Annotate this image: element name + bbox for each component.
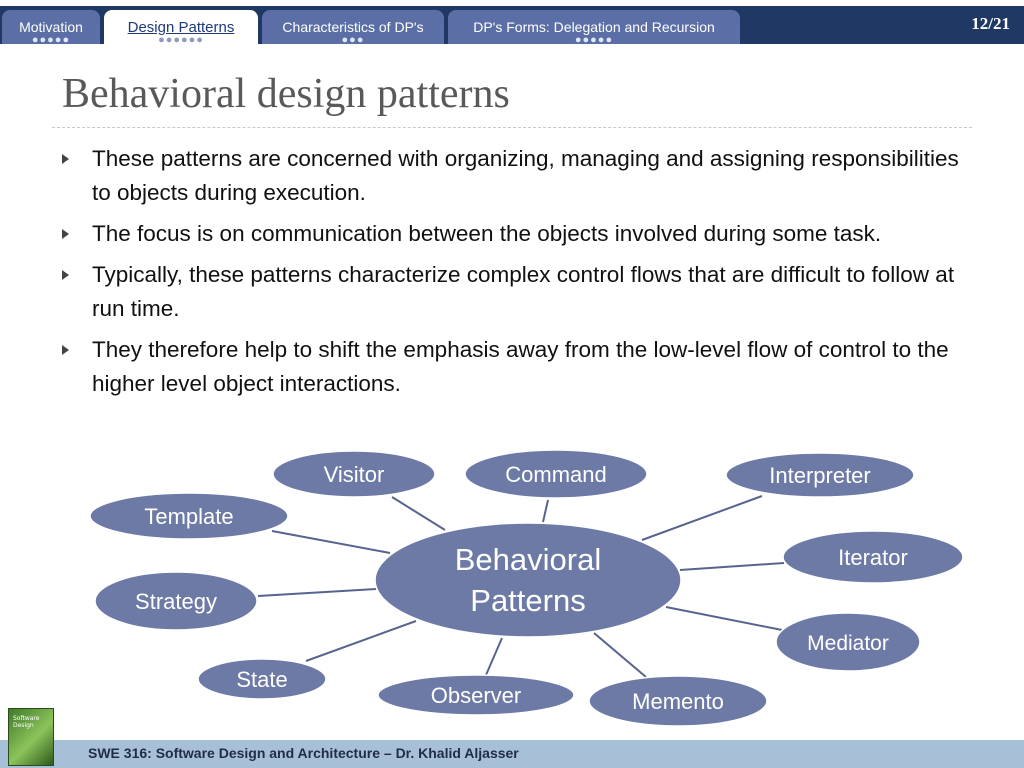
bullet-list: These patterns are concerned with organi… (62, 142, 962, 408)
bullet-text: They therefore help to shift the emphasi… (92, 337, 949, 396)
bullet-arrow-icon (62, 345, 69, 355)
center-node-shape (374, 522, 682, 638)
diagram-edges (257, 495, 785, 678)
edge-interpreter (641, 495, 763, 541)
node-observer: Observer (377, 674, 575, 716)
node-command: Command (464, 449, 648, 499)
node-center: Behavioral Patterns (374, 522, 682, 638)
node-label: Memento (632, 689, 724, 714)
node-label: State (236, 667, 287, 692)
node-label: Mediator (807, 632, 889, 655)
node-label: Interpreter (769, 463, 871, 488)
node-label: Visitor (324, 462, 385, 487)
tab-progress-dots: ●●●●● (574, 34, 614, 46)
title-divider (52, 127, 972, 128)
node-template: Template (89, 492, 289, 540)
node-strategy: Strategy (94, 571, 258, 631)
tab-progress-dots: ●●●●●● (158, 34, 204, 46)
bullet-text: Typically, these patterns characterize c… (92, 262, 955, 321)
footer-text: SWE 316: Software Design and Architectur… (88, 745, 519, 761)
bullet-item: These patterns are concerned with organi… (62, 142, 962, 210)
node-iterator: Iterator (782, 530, 964, 584)
node-label: Iterator (838, 545, 908, 570)
node-visitor: Visitor (272, 450, 436, 498)
edge-strategy (257, 588, 377, 597)
tab-dp-forms[interactable]: DP's Forms: Delegation and Recursion ●●●… (448, 10, 740, 46)
tab-progress-dots: ●●● (341, 34, 365, 46)
bullet-item: They therefore help to shift the emphasi… (62, 333, 962, 401)
node-shape (272, 450, 436, 498)
node-shape (464, 449, 648, 499)
node-mediator: Mediator (775, 612, 921, 672)
edge-visitor (391, 496, 446, 531)
node-shape (377, 674, 575, 716)
tab-label: Characteristics of DP's (282, 19, 424, 35)
edge-memento (593, 632, 647, 678)
tab-label: Motivation (19, 19, 83, 35)
bullet-arrow-icon (62, 229, 69, 239)
page-counter: 12/21 (971, 14, 1010, 33)
edge-iterator (679, 562, 785, 571)
node-label: Observer (431, 683, 521, 708)
node-state: State (197, 658, 327, 700)
node-shape (588, 675, 768, 727)
slide-title: Behavioral design patterns (62, 71, 510, 117)
tab-progress-dots: ●●●●● (31, 34, 71, 46)
tab-label: DP's Forms: Delegation and Recursion (473, 19, 715, 35)
book-cover-image: Software Design (8, 708, 54, 766)
bullet-arrow-icon (62, 270, 69, 280)
top-nav-highlight (0, 0, 1024, 6)
footer-bar (0, 740, 1024, 768)
node-label: Template (144, 504, 233, 529)
bullet-item: Typically, these patterns characterize c… (62, 258, 962, 326)
node-shape (725, 452, 915, 498)
node-label: Command (505, 462, 606, 487)
node-shape (94, 571, 258, 631)
node-shape (782, 530, 964, 584)
tab-label: Design Patterns (127, 19, 235, 36)
book-cover-title: Software Design (13, 715, 40, 729)
behavioral-patterns-diagram: Visitor Command Interpreter Template Ite… (89, 449, 964, 727)
node-interpreter: Interpreter (725, 452, 915, 498)
center-node-label-line1: Behavioral (455, 542, 601, 577)
tab-characteristics[interactable]: Characteristics of DP's ●●● (262, 10, 444, 46)
edge-command (542, 499, 549, 523)
tab-design-patterns[interactable]: Design Patterns ●●●●●● (104, 10, 258, 46)
node-label: Strategy (135, 589, 217, 614)
bullet-text: The focus is on communication between th… (92, 221, 882, 246)
edge-mediator (665, 606, 783, 631)
center-node-label-line2: Patterns (470, 583, 585, 618)
edge-state (305, 620, 417, 662)
edge-observer (485, 637, 503, 676)
tab-motivation[interactable]: Motivation ●●●●● (2, 10, 100, 46)
bullet-item: The focus is on communication between th… (62, 217, 962, 251)
node-shape (197, 658, 327, 700)
bullet-arrow-icon (62, 154, 69, 164)
node-shape (89, 492, 289, 540)
bullet-text: These patterns are concerned with organi… (92, 146, 959, 205)
node-memento: Memento (588, 675, 768, 727)
node-shape (775, 612, 921, 672)
edge-template (271, 530, 391, 554)
